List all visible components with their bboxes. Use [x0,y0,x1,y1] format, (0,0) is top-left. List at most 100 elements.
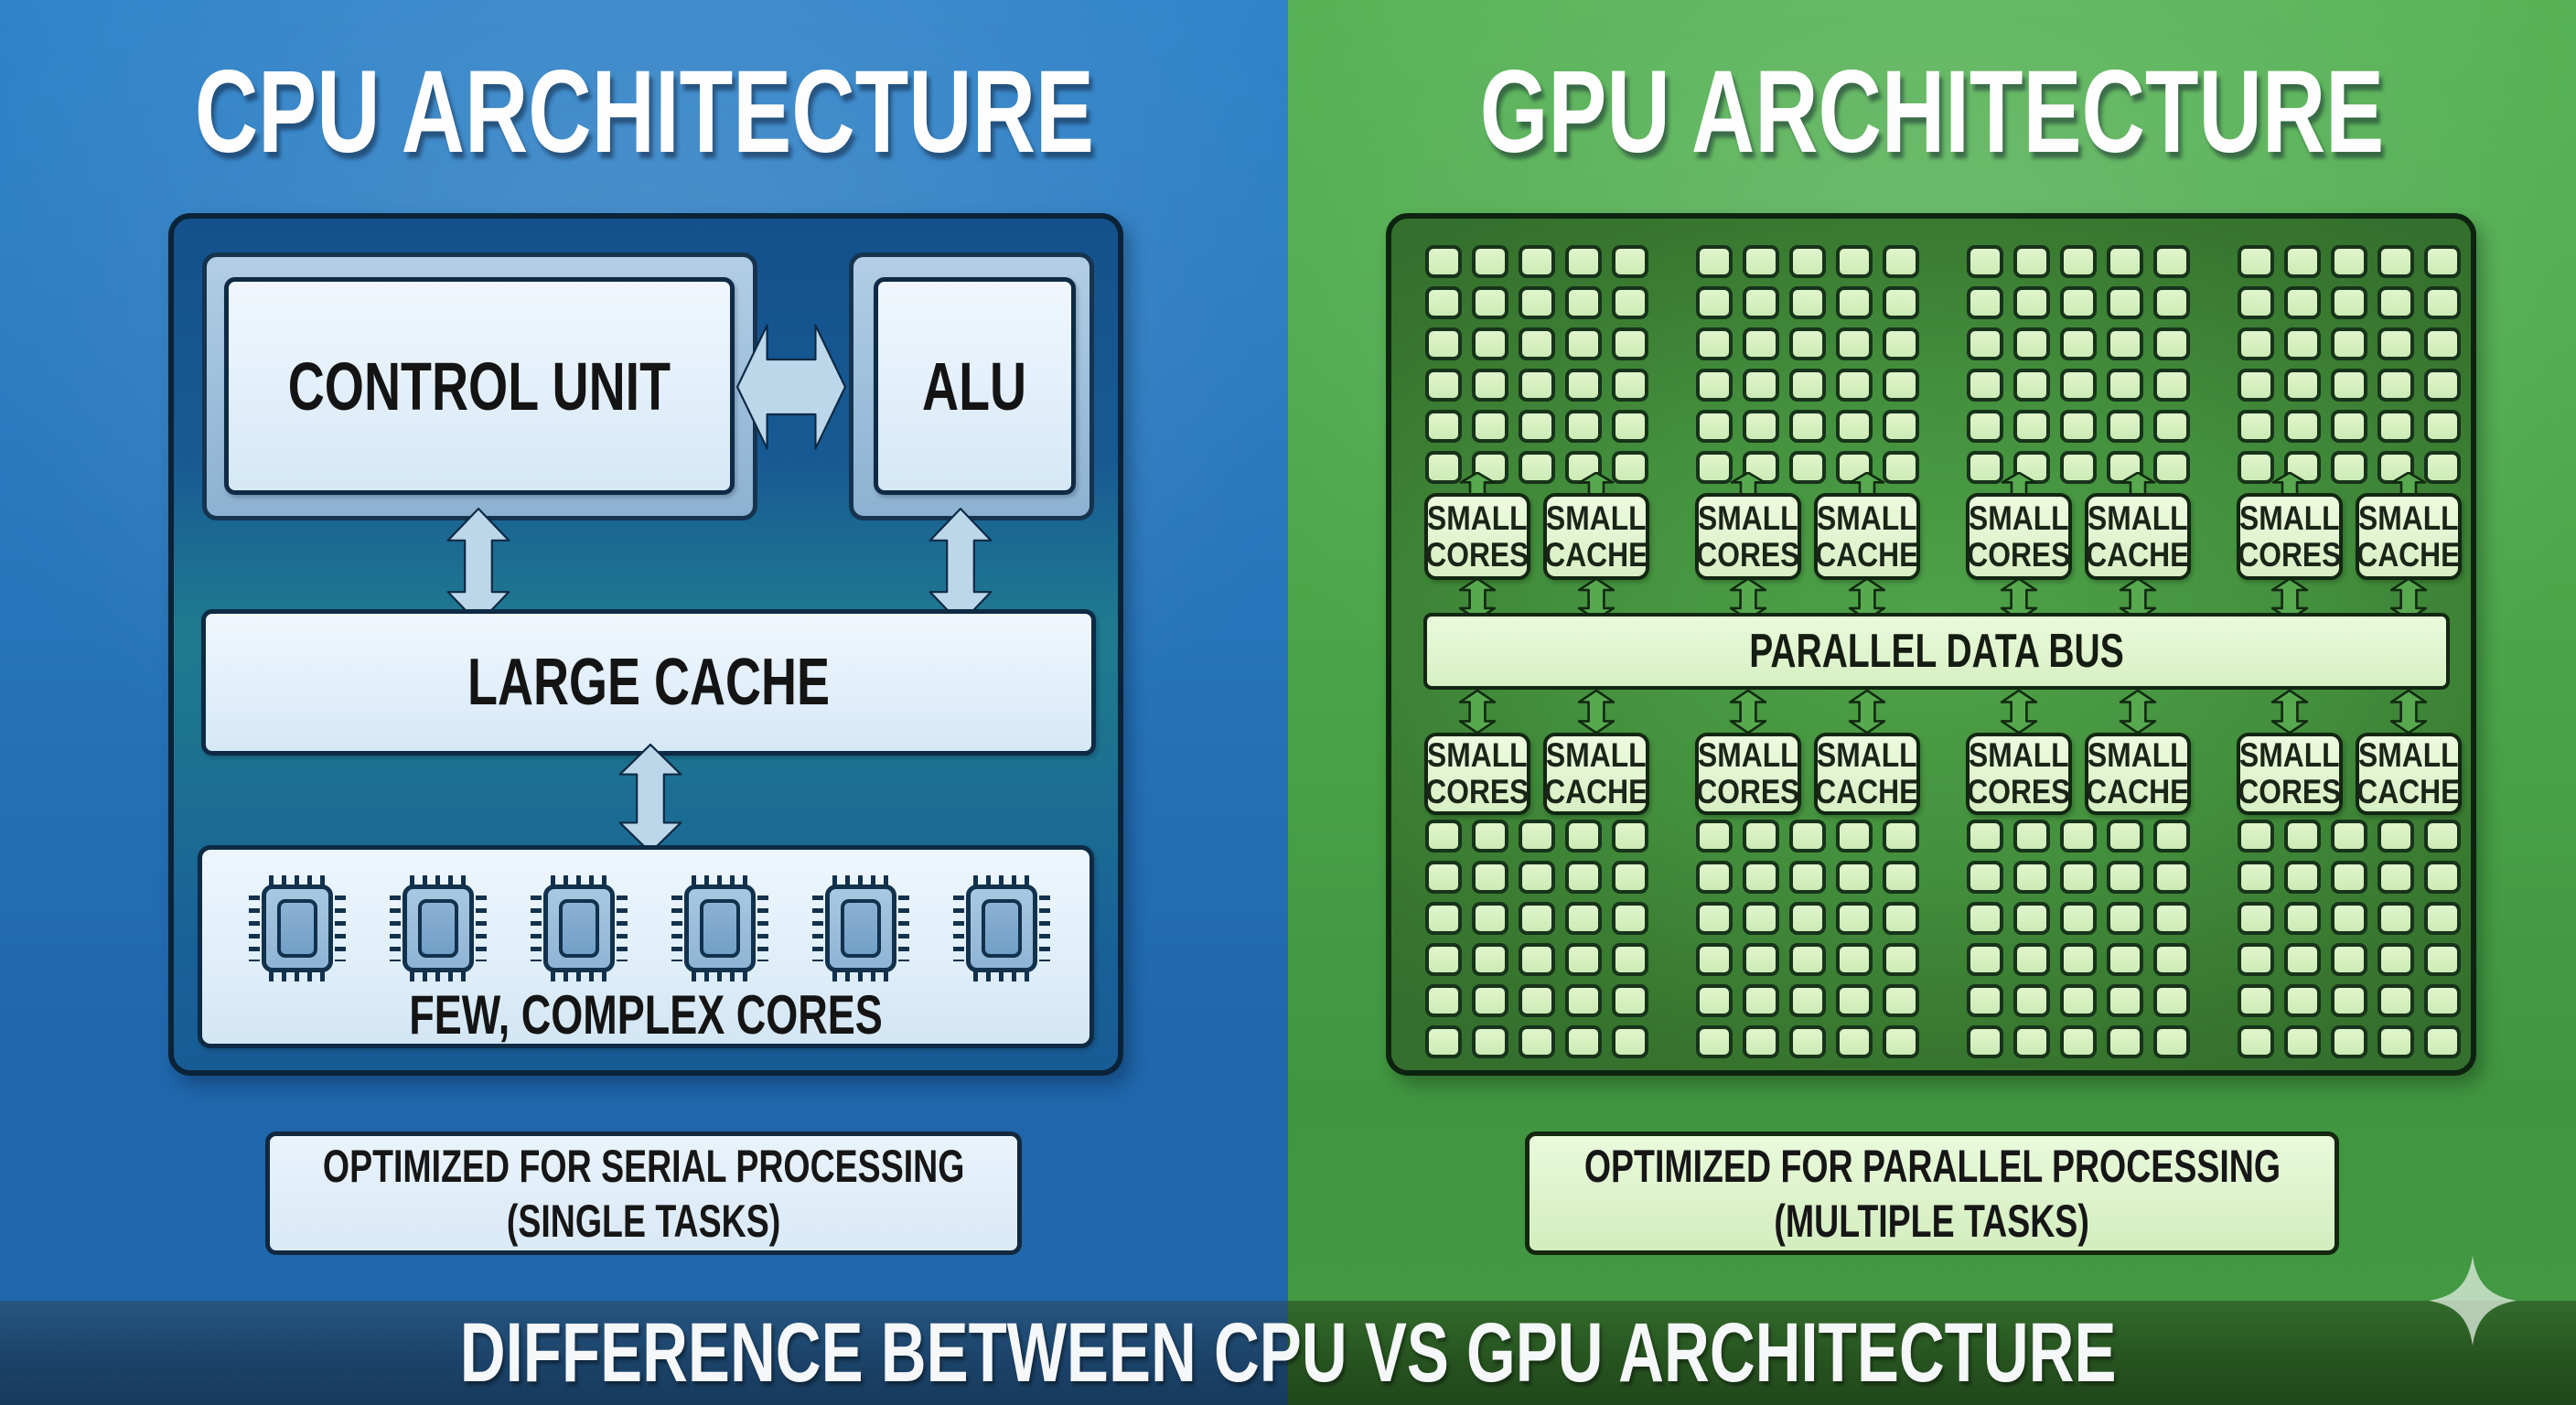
chip-pins [410,875,467,886]
grid-cell [1519,369,1555,402]
grid-cell [2377,327,2414,360]
grid-cell [1425,861,1462,894]
grid-cell [2013,984,2050,1017]
grid-cell [1519,820,1555,853]
grid-cell [1743,286,1779,319]
chip-pins [551,971,607,981]
sparkle-icon [2429,1256,2517,1346]
grid-cell [1967,984,2003,1017]
grid-cell [1743,902,1779,935]
grid-cell [1696,984,1733,1017]
cpu-core-chip [531,875,628,981]
grid-cell [1565,286,1602,319]
grid-cell [2107,286,2143,319]
grid-cell [2153,1025,2190,1058]
grid-cell [1967,820,2003,853]
chip-pins [832,971,889,981]
grid-cell [2238,861,2274,894]
grid-cell [1612,451,1648,484]
grid-cell [2060,410,2097,443]
grid-cell [1472,410,1508,443]
chip-pins [898,896,909,961]
banner-right-background [1288,1301,2576,1405]
double-arrow-icon [1848,690,1886,734]
grid-cell [2060,245,2097,278]
grid-cell [2238,327,2274,360]
grid-cell [1472,861,1508,894]
grid-cell [1967,943,2003,976]
banner-title: DIFFERENCE BETWEEN CPU VS GPU ARCHITECTU… [459,1305,2117,1400]
cpu-title: CPU ARCHITECTURE [0,47,1288,177]
grid-cell [1425,410,1462,443]
grid-cell [1836,1025,1873,1058]
grid-cell [1565,984,1602,1017]
cpu-core-chip [812,875,909,981]
grid-cell [1789,820,1826,853]
grid-cell [1519,286,1555,319]
grid-cell [1425,369,1462,402]
grid-cell [2060,861,2097,894]
grid-cell [2377,245,2414,278]
cpu-title-text: CPU ARCHITECTURE [194,47,1094,177]
grid-cell [1696,286,1733,319]
cores-caption: FEW, COMPLEX CORES [409,984,883,1046]
grid-cell [2424,410,2461,443]
grid-cell [1565,943,1602,976]
grid-cell [1789,286,1826,319]
grid-cell [1696,245,1733,278]
chip-pins [551,875,607,886]
grid-cell [2377,451,2414,484]
cpu-half: CPU ARCHITECTURE CONTROL UNIT ALU LARGE … [0,0,1288,1405]
grid-cell [2424,984,2461,1017]
grid-cell [2284,245,2321,278]
grid-cell [1425,984,1462,1017]
grid-cell [1565,369,1602,402]
gpu-title-text: GPU ARCHITECTURE [1479,47,2385,177]
grid-cell [1425,1025,1462,1058]
grid-cell [1836,369,1873,402]
chip-pins [476,896,487,961]
grid-cell [2424,245,2461,278]
grid-cell [2424,451,2461,484]
grid-cell [2424,369,2461,402]
chip-pins [671,896,682,961]
chip-pins [269,875,326,886]
grid-cell [2107,861,2143,894]
cpu-core-chip [390,875,487,981]
grid-cell [2284,369,2321,402]
grid-cell [1743,410,1779,443]
cpu-optimized-line1: OPTIMIZED FOR SERIAL PROCESSING [322,1140,965,1192]
grid-cell [2331,327,2367,360]
grid-cell [2424,327,2461,360]
grid-cell [2424,1025,2461,1058]
grid-cell [1696,902,1733,935]
cpu-optimized-box: OPTIMIZED FOR SERIAL PROCESSING (SINGLE … [265,1132,1022,1255]
chip-body [402,885,474,972]
grid-cell [1836,820,1873,853]
alu-label: ALU [922,348,1027,424]
chip-body [825,885,896,972]
grid-cell [1789,451,1826,484]
grid-cell [2377,410,2414,443]
grid-cell [2107,327,2143,360]
chip-pins [812,896,823,961]
double-arrow-icon [2119,690,2157,734]
grid-cell [1696,820,1733,853]
grid-cell [2153,286,2190,319]
grid-cell [1883,286,1919,319]
grid-cell [1789,861,1826,894]
grid-cell [2060,820,2097,853]
